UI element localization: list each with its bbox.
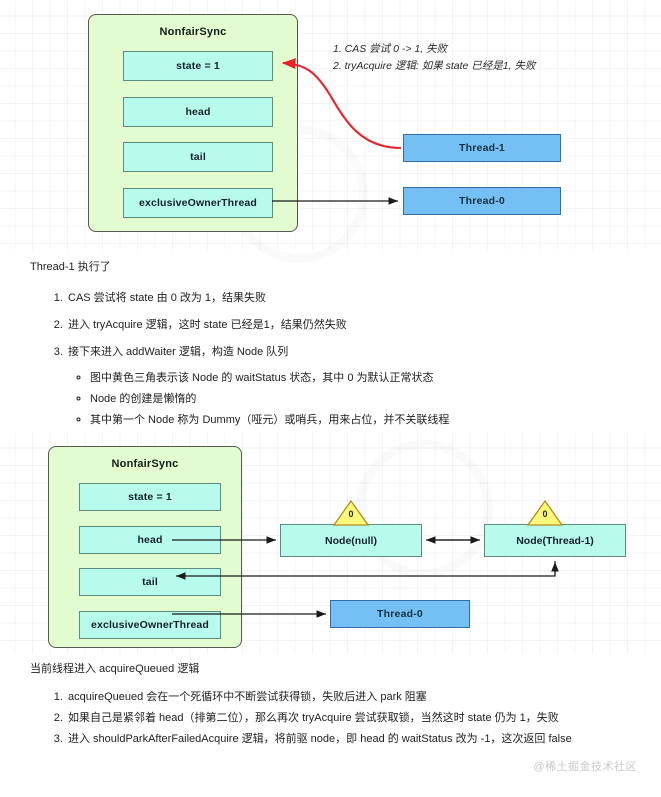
section-one-lead: Thread-1 执行了 bbox=[30, 261, 111, 273]
thread-box-thread-1: Thread-1 bbox=[403, 134, 561, 162]
waitstatus-triangle-dummy: 0 bbox=[332, 499, 370, 526]
section-acquirequeued-steps: 当前线程进入 acquireQueued 逻辑 acquireQueued 会在… bbox=[0, 660, 661, 750]
nonfairsync-container-1: NonfairSync state = 1 head tail exclusiv… bbox=[88, 14, 298, 232]
field-state-1: state = 1 bbox=[123, 51, 273, 81]
nonfairsync-title-2: NonfairSync bbox=[111, 458, 179, 470]
triangle-icon bbox=[332, 499, 370, 526]
list-item: 进入 tryAcquire 逻辑，这时 state 已经是1，结果仍然失败 bbox=[66, 312, 631, 339]
field-tail-1: tail bbox=[123, 142, 273, 172]
annotation-cas-fail: 1. CAS 尝试 0 -> 1, 失败 2. tryAcquire 逻辑: 如… bbox=[333, 41, 535, 75]
list-item: acquireQueued 会在一个死循环中不断尝试获得锁，失败后进入 park… bbox=[66, 687, 631, 708]
list-item: 其中第一个 Node 称为 Dummy（哑元）或哨兵，用来占位，并不关联线程 bbox=[90, 410, 631, 431]
node-box-dummy: Node(null) bbox=[280, 524, 422, 557]
triangle-icon bbox=[526, 499, 564, 526]
list-item-text: 接下来进入 addWaiter 逻辑，构造 Node 队列 bbox=[68, 346, 289, 358]
field-state-2: state = 1 bbox=[79, 483, 221, 511]
field-head-1: head bbox=[123, 97, 273, 127]
section-one-sub-list: 图中黄色三角表示该 Node 的 waitStatus 状态，其中 0 为默认正… bbox=[68, 368, 631, 431]
thread-box-thread-0: Thread-0 bbox=[403, 187, 561, 215]
section-two-step-list: acquireQueued 会在一个死循环中不断尝试获得锁，失败后进入 park… bbox=[30, 687, 631, 750]
section-two-lead: 当前线程进入 acquireQueued 逻辑 bbox=[30, 663, 200, 675]
connector-thread1-to-state bbox=[281, 58, 402, 150]
waitstatus-value-dummy: 0 bbox=[348, 509, 354, 519]
annotation-line-1: 1. CAS 尝试 0 -> 1, 失败 bbox=[333, 43, 448, 55]
list-item: CAS 尝试将 state 由 0 改为 1，结果失败 bbox=[66, 285, 631, 312]
field-exclusive-owner-thread-1: exclusiveOwnerThread bbox=[123, 188, 273, 218]
diagram-aqs-node-queue: NonfairSync state = 1 head tail exclusiv… bbox=[0, 432, 661, 654]
node-box-thread1: Node(Thread-1) bbox=[484, 524, 626, 557]
field-head-2: head bbox=[79, 526, 221, 554]
section-one-step-list: CAS 尝试将 state 由 0 改为 1，结果失败 进入 tryAcquir… bbox=[30, 285, 631, 431]
waitstatus-value-thread1: 0 bbox=[542, 509, 548, 519]
list-item: 图中黄色三角表示该 Node 的 waitStatus 状态，其中 0 为默认正… bbox=[90, 368, 631, 389]
waitstatus-triangle-thread1: 0 bbox=[526, 499, 564, 526]
section-thread1-steps: Thread-1 执行了 CAS 尝试将 state 由 0 改为 1，结果失败… bbox=[0, 258, 661, 431]
list-item: 如果自己是紧邻着 head（排第二位），那么再次 tryAcquire 尝试获取… bbox=[66, 708, 631, 729]
nonfairsync-container-2: NonfairSync state = 1 head tail exclusiv… bbox=[48, 446, 242, 648]
field-tail-2: tail bbox=[79, 568, 221, 596]
watermark-blob bbox=[355, 440, 493, 578]
list-item: 接下来进入 addWaiter 逻辑，构造 Node 队列 图中黄色三角表示该 … bbox=[66, 339, 631, 431]
thread-box-thread-0-2: Thread-0 bbox=[330, 600, 470, 628]
list-item: 进入 shouldParkAfterFailedAcquire 逻辑，将前驱 n… bbox=[66, 729, 631, 750]
annotation-line-2: 2. tryAcquire 逻辑: 如果 state 已经是1, 失败 bbox=[333, 60, 536, 72]
list-item: Node 的创建是懒惰的 bbox=[90, 389, 631, 410]
diagram-aqs-state-contention: NonfairSync state = 1 head tail exclusiv… bbox=[0, 0, 661, 250]
nonfairsync-title-1: NonfairSync bbox=[159, 26, 227, 38]
footer-credit: @稀土掘金技术社区 bbox=[533, 761, 637, 773]
field-exclusive-owner-thread-2: exclusiveOwnerThread bbox=[79, 611, 221, 639]
